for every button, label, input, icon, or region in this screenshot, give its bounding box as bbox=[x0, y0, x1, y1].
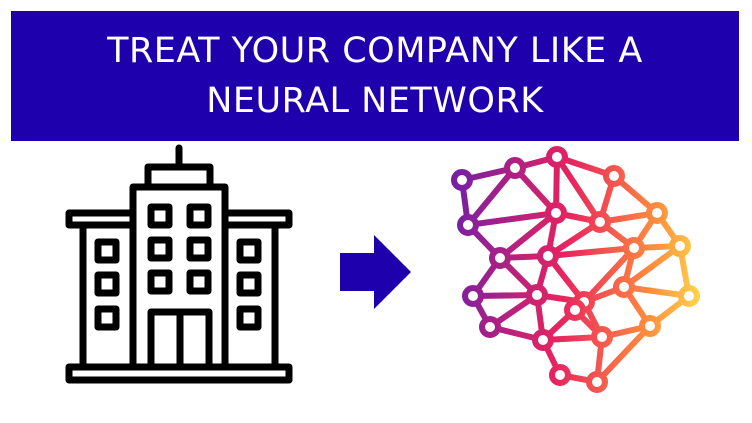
network-node bbox=[526, 284, 548, 306]
network-node bbox=[489, 247, 511, 269]
network-node bbox=[623, 237, 645, 259]
network-node bbox=[479, 316, 501, 338]
network-edge bbox=[621, 243, 683, 290]
network-node bbox=[457, 214, 479, 236]
network-node bbox=[646, 202, 668, 224]
network-edge bbox=[545, 245, 637, 259]
network-node bbox=[545, 202, 567, 224]
network-node bbox=[678, 285, 700, 307]
network-node bbox=[504, 157, 526, 179]
network-node bbox=[546, 146, 568, 168]
title-line-1: TREAT YOUR COMPANY LIKE A bbox=[107, 31, 643, 71]
network-edge bbox=[497, 210, 559, 261]
title-banner: TREAT YOUR COMPANY LIKE A NEURAL NETWORK bbox=[11, 11, 739, 141]
network-node bbox=[462, 285, 484, 307]
network-edge bbox=[465, 210, 559, 228]
network-node bbox=[613, 276, 635, 298]
network-node bbox=[589, 211, 611, 233]
network-node bbox=[549, 364, 571, 386]
network-node bbox=[586, 371, 608, 393]
network-node bbox=[564, 299, 586, 321]
title-line-2: NEURAL NETWORK bbox=[206, 81, 544, 121]
network-edge bbox=[465, 165, 518, 228]
network-node bbox=[451, 169, 473, 191]
network-edge bbox=[581, 245, 637, 305]
network-node bbox=[639, 315, 661, 337]
right-arrow-icon bbox=[340, 235, 411, 309]
network-node bbox=[669, 235, 691, 257]
network-edge bbox=[594, 323, 653, 385]
network-node bbox=[532, 329, 554, 351]
network-edge bbox=[554, 154, 603, 225]
office-building-icon bbox=[65, 144, 293, 384]
network-node bbox=[603, 165, 625, 187]
network-node bbox=[537, 245, 559, 267]
network-node bbox=[591, 326, 613, 348]
